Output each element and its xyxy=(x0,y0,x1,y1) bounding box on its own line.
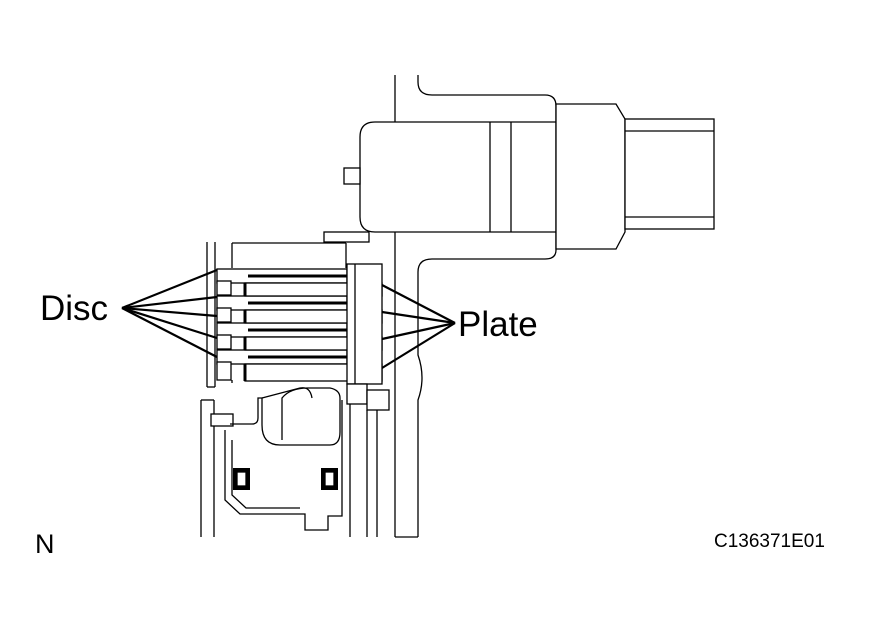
piston-assembly xyxy=(200,387,378,537)
figure-code: C136371E01 xyxy=(714,531,825,552)
plate-leaders xyxy=(381,284,456,369)
plate-label: Plate xyxy=(458,305,538,344)
disc-label: Disc xyxy=(40,289,108,328)
disc-leaders xyxy=(121,268,218,358)
solenoid-body xyxy=(323,103,715,250)
corner-label: N xyxy=(35,529,55,559)
clutch-pack xyxy=(216,263,390,411)
